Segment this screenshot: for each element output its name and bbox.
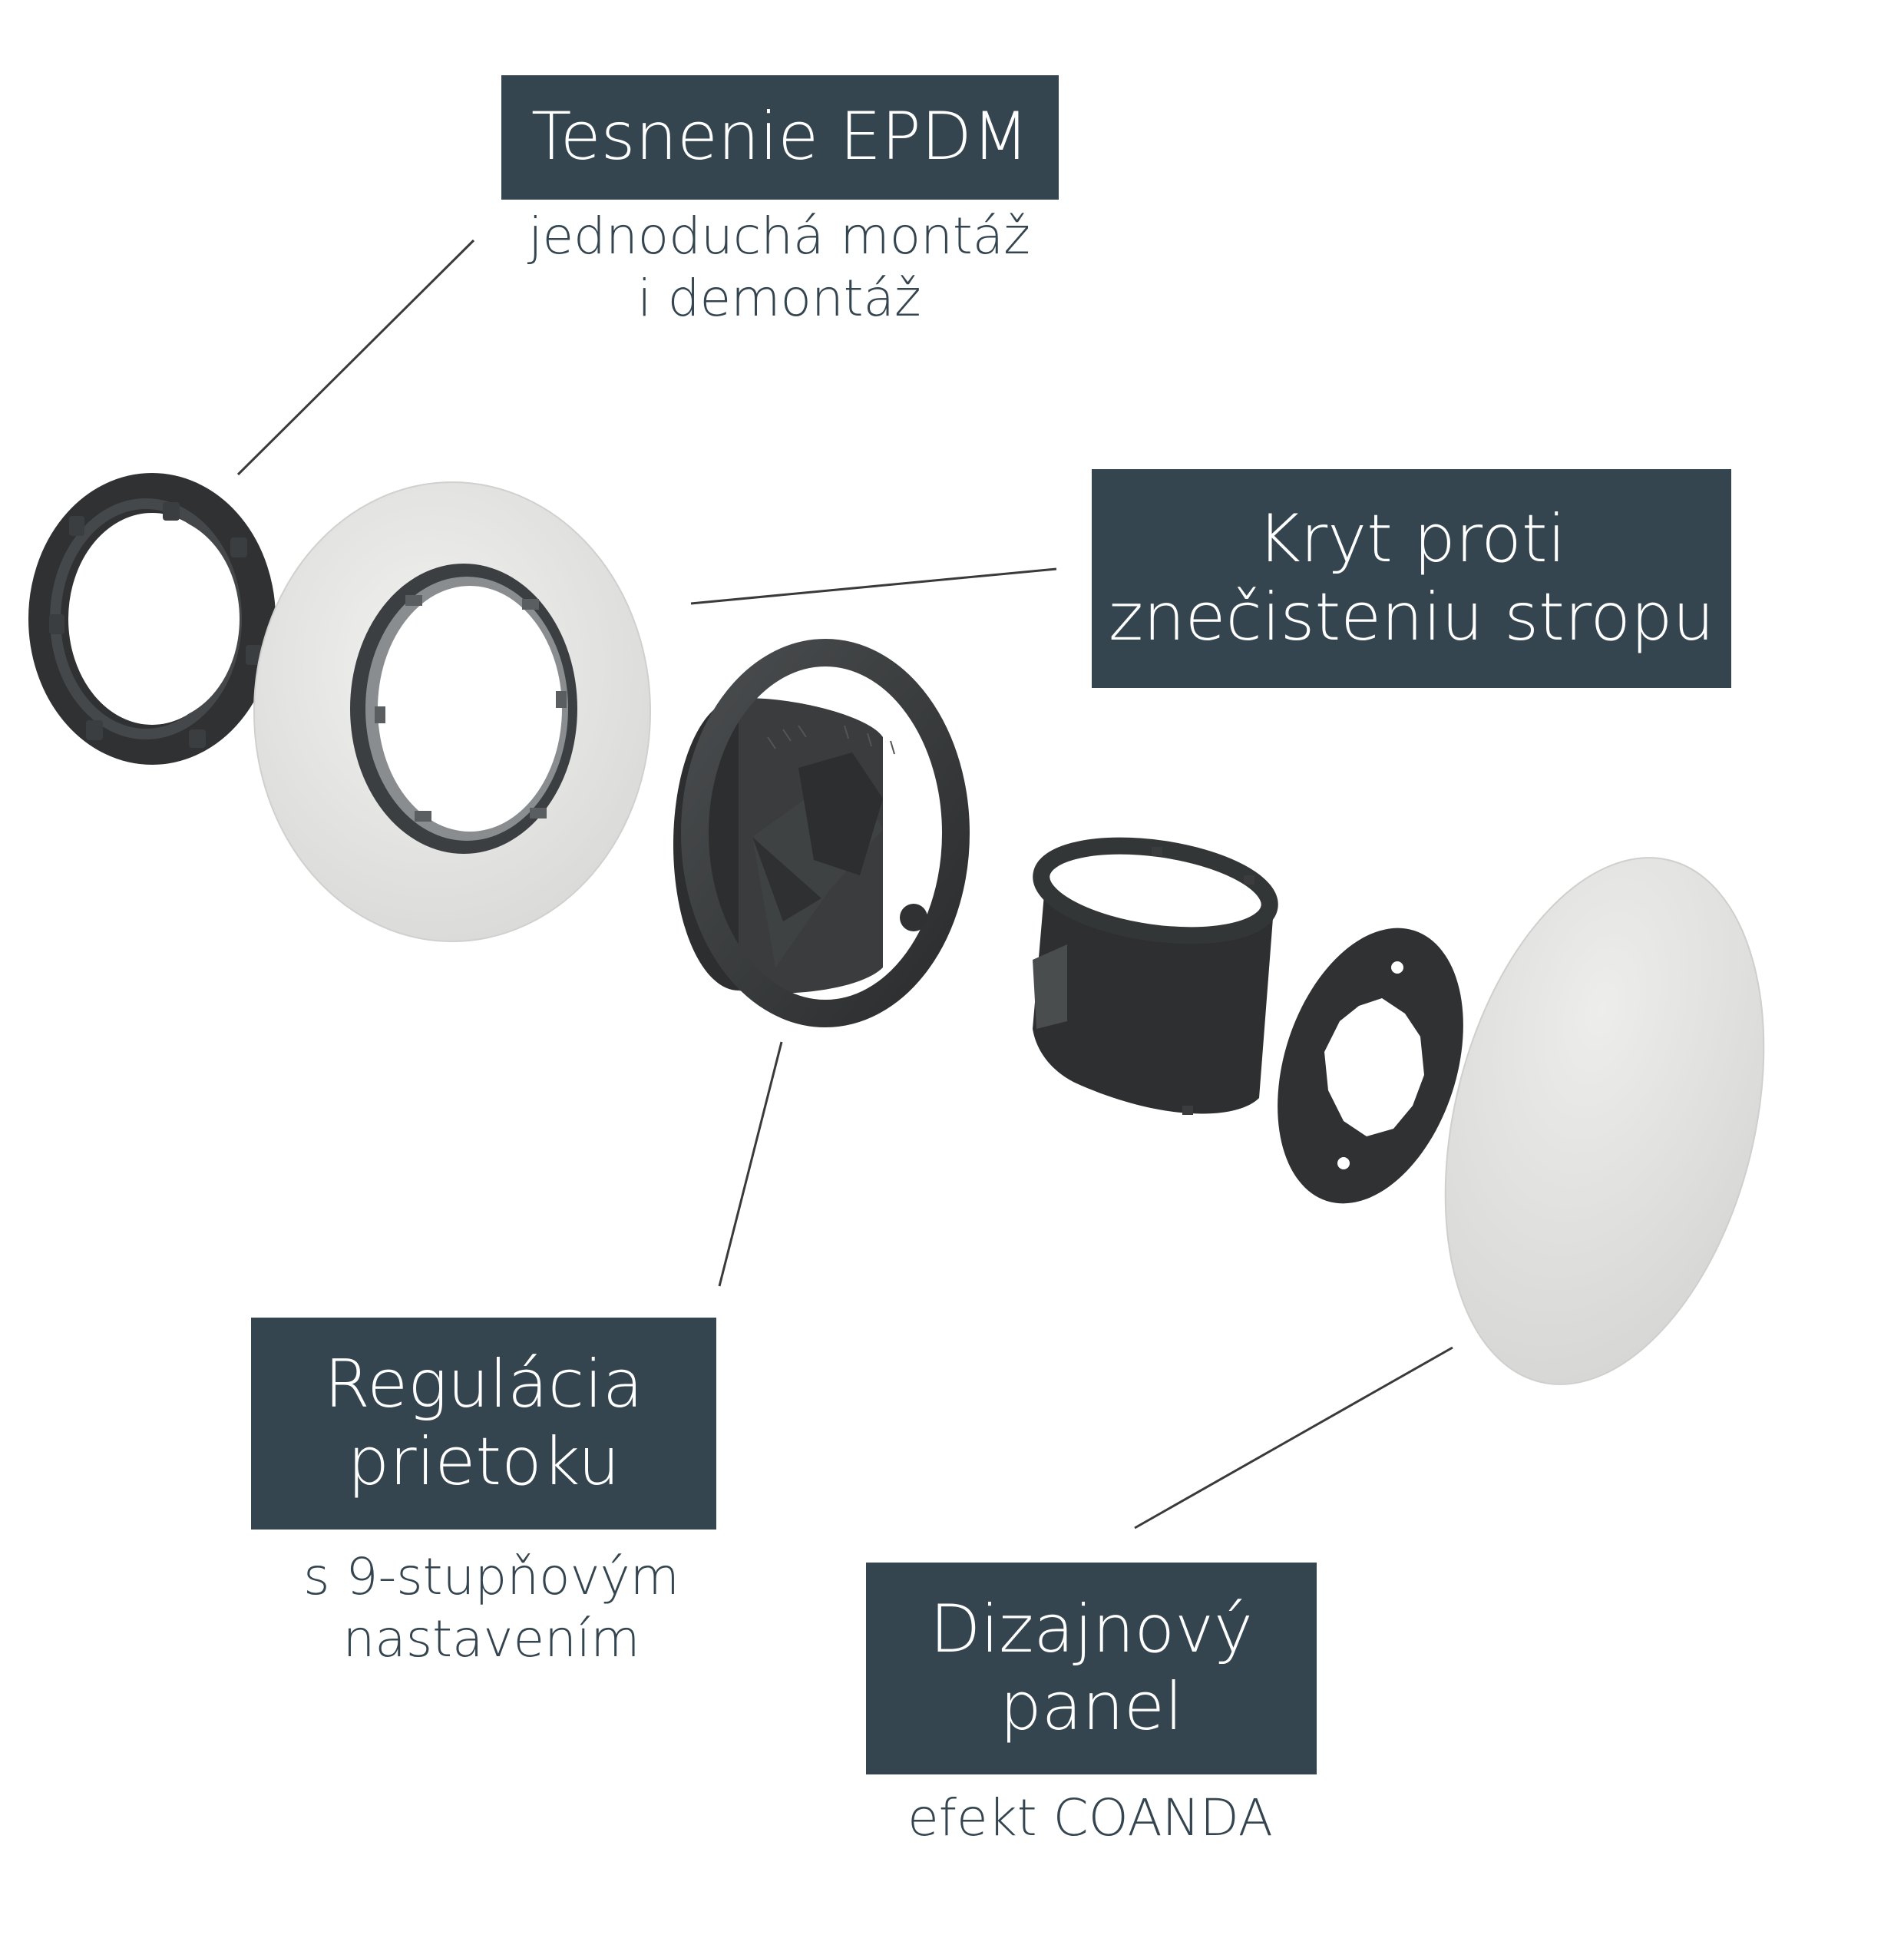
label-title-flow-line-1: Regulácia <box>324 1345 643 1423</box>
flow-regulation-unit <box>673 639 970 1027</box>
ceiling-cover-plate <box>253 481 651 942</box>
epdm-seal-ring <box>28 473 276 765</box>
label-box-panel: Dizajnový panel <box>866 1563 1317 1774</box>
label-title-cover-line-2: znečisteniu stropu <box>1108 578 1715 656</box>
caption-panel-line-1: efekt COANDA <box>907 1788 1273 1847</box>
caption-flow-line-2: nastavením <box>342 1609 640 1668</box>
label-title-panel-line-1: Dizajnový <box>930 1590 1253 1668</box>
caption-flow-line-1: s 9-stupňovým <box>303 1547 679 1606</box>
caption-epdm: jednoduchá montáž i demontáž <box>461 206 1098 329</box>
design-panel-disk <box>1444 857 1765 1385</box>
gasket-plate <box>1278 928 1463 1204</box>
label-box-cover: Kryt proti znečisteniu stropu <box>1092 469 1731 688</box>
label-title-panel-line-2: panel <box>1000 1668 1183 1745</box>
leader-line-flow <box>718 1041 783 1287</box>
leader-line-epdm <box>236 239 475 476</box>
label-box-flow: Regulácia prietoku <box>251 1318 716 1530</box>
collar-ring <box>1033 837 1278 1115</box>
caption-epdm-line-1: jednoduchá montáž <box>528 207 1030 266</box>
leader-line-cover <box>690 567 1057 605</box>
leader-line-panel <box>1134 1346 1453 1530</box>
caption-panel: efekt COANDA <box>845 1788 1336 1850</box>
label-title-flow-line-2: prietoku <box>347 1424 620 1500</box>
caption-epdm-line-2: i demontáž <box>637 268 921 328</box>
label-box-epdm: Tesnenie EPDM <box>501 75 1059 200</box>
leader-lines <box>236 239 1453 1530</box>
label-title-cover-line-1: Kryt proti <box>1257 501 1566 578</box>
caption-flow: s 9-stupňovým nastavením <box>253 1546 729 1670</box>
label-title-epdm: Tesnenie EPDM <box>531 98 1030 176</box>
